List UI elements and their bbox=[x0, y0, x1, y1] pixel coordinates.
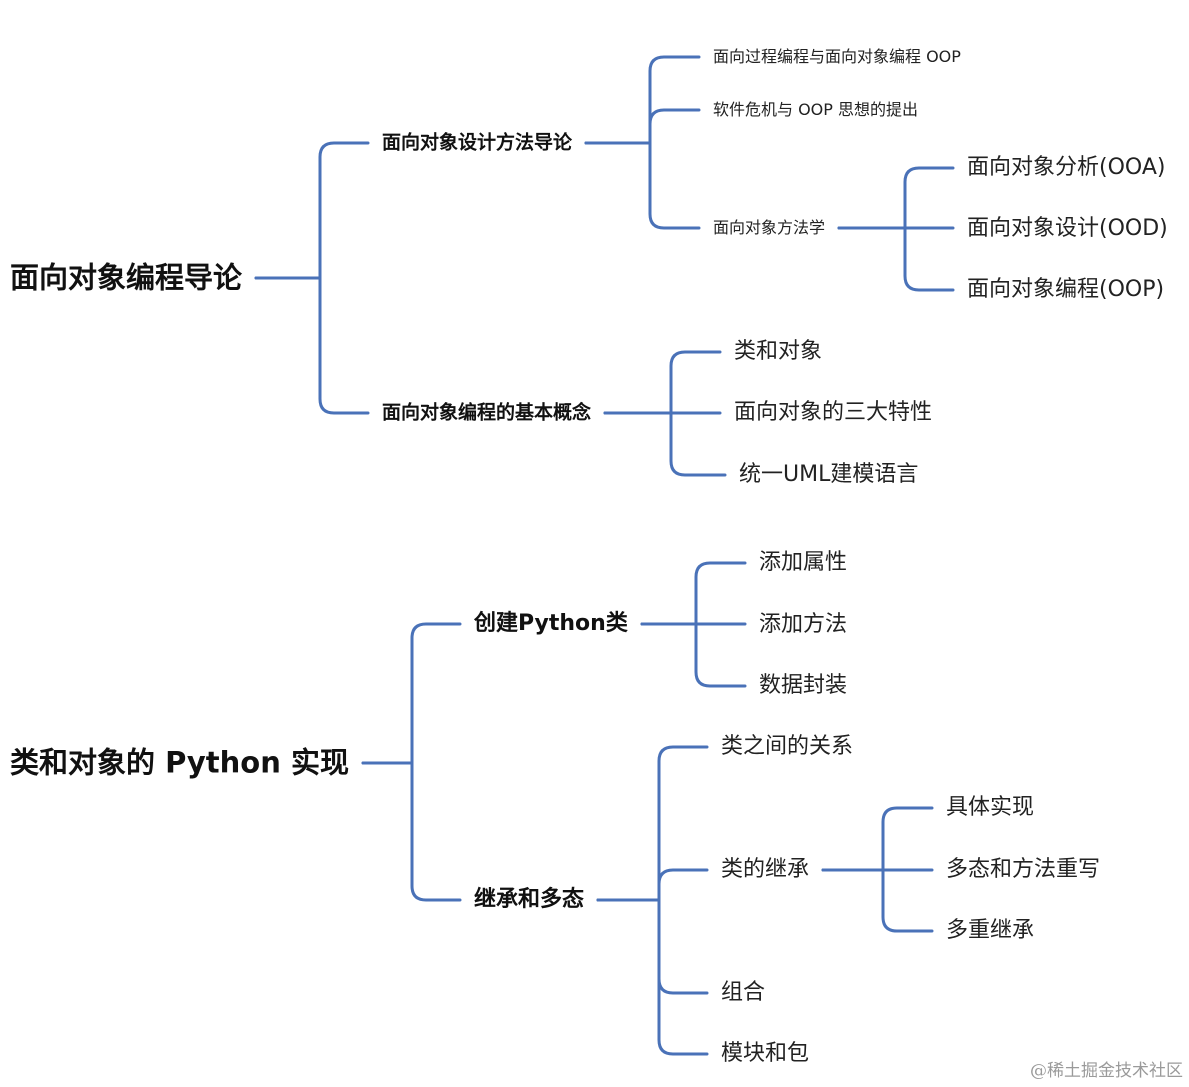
connector-r2-r2b bbox=[361, 761, 462, 902]
node-r2a3: 数据封装 bbox=[759, 673, 848, 698]
connector-r2b-r2b1 bbox=[596, 745, 709, 902]
connector-r2b2-r2b2a bbox=[821, 806, 934, 872]
node-r2b2c: 多重继承 bbox=[946, 918, 1035, 943]
node-r1a1: 面向过程编程与面向对象编程 OOP bbox=[713, 47, 961, 66]
connector-r2-r2a bbox=[361, 622, 462, 765]
connector-r2b-r2b4 bbox=[596, 898, 709, 1056]
node-r1b: 面向对象编程的基本概念 bbox=[382, 401, 592, 424]
node-r2b: 继承和多态 bbox=[474, 887, 585, 912]
connector-r1-r1a bbox=[254, 141, 370, 280]
node-r2a: 创建Python类 bbox=[474, 611, 628, 636]
node-r1a3a: 面向对象分析(OOA) bbox=[967, 155, 1166, 180]
connector-r1b-r1b1 bbox=[603, 350, 722, 415]
connector-r1a-r1a3 bbox=[584, 141, 701, 230]
node-r1b2: 面向对象的三大特性 bbox=[734, 400, 933, 425]
node-r2b2a: 具体实现 bbox=[946, 795, 1035, 820]
node-r1a3: 面向对象方法学 bbox=[713, 218, 826, 237]
connector-r2b2-r2b2c bbox=[821, 868, 934, 933]
node-r2b2b: 多态和方法重写 bbox=[946, 857, 1101, 882]
node-r2a2: 添加方法 bbox=[759, 612, 848, 637]
connector-r1a-r1a1 bbox=[584, 55, 701, 145]
watermark: @稀土掘金技术社区 bbox=[1030, 1061, 1183, 1081]
node-r2: 类和对象的 Python 实现 bbox=[10, 745, 349, 780]
node-r1a3b: 面向对象设计(OOD) bbox=[967, 216, 1168, 241]
node-r2b3: 组合 bbox=[721, 980, 766, 1005]
node-r2b4: 模块和包 bbox=[721, 1041, 810, 1066]
connector-r1a3-r1a3c bbox=[837, 226, 955, 292]
connector-r2b-r2b3 bbox=[596, 898, 709, 995]
node-r1b3: 统一UML建模语言 bbox=[739, 462, 919, 487]
connector-r2a-r2a3 bbox=[640, 622, 747, 688]
node-r2a1: 添加属性 bbox=[759, 550, 848, 575]
node-r2b2: 类的继承 bbox=[721, 857, 810, 882]
connector-r1b-r1b3 bbox=[603, 411, 727, 477]
node-r1: 面向对象编程导论 bbox=[10, 260, 243, 295]
connector-r1a-r1a2 bbox=[584, 108, 701, 145]
connector-r1-r1b bbox=[254, 276, 370, 415]
node-r1a3c: 面向对象编程(OOP) bbox=[967, 277, 1165, 302]
connector-r2b-r2b2 bbox=[596, 868, 709, 902]
connector-r1a3-r1a3a bbox=[837, 166, 955, 230]
node-r1a: 面向对象设计方法导论 bbox=[382, 131, 573, 154]
connector-r2a-r2a1 bbox=[640, 561, 747, 626]
node-r1b1: 类和对象 bbox=[734, 339, 823, 364]
node-r1a2: 软件危机与 OOP 思想的提出 bbox=[713, 100, 919, 119]
node-r2b1: 类之间的关系 bbox=[721, 734, 854, 759]
